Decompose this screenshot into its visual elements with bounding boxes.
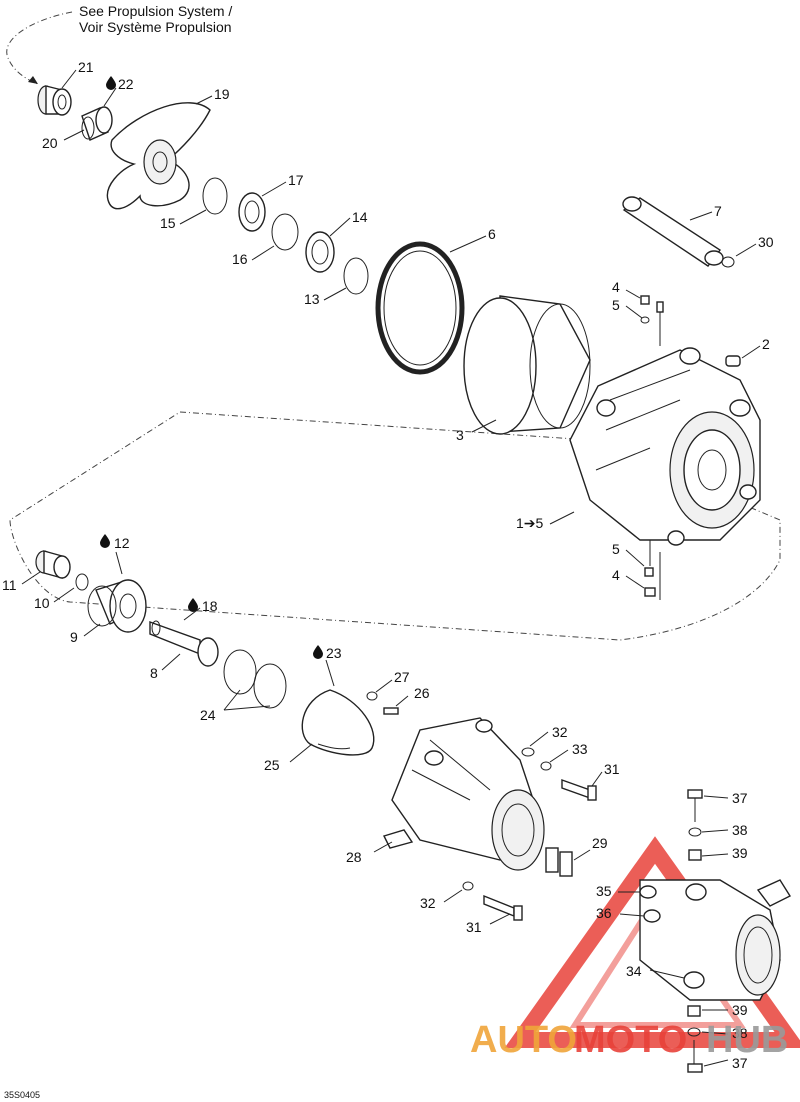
note-line-2: Voir Système Propulsion: [79, 19, 232, 35]
oil-drop-icon-23: [313, 645, 323, 659]
part-32-washer-bottom: [462, 881, 474, 891]
leader-lines: [21, 69, 761, 1067]
label-27: 27: [394, 669, 410, 685]
label-6: 6: [488, 226, 496, 242]
part-37-38-39-bottom-hardware: [687, 1005, 703, 1073]
part-4-5-screws-top: [640, 295, 664, 346]
part-11-cap: [35, 550, 71, 579]
part-31-bolt-bottom: [483, 894, 523, 921]
label-16: 16: [232, 251, 248, 267]
part-8-shaft: [149, 620, 219, 667]
part-2-plug: [725, 355, 741, 367]
part-34-nozzle: [639, 879, 792, 1001]
part-37-38-39-top-hardware: [687, 789, 703, 861]
label-37-bottom: 37: [732, 1055, 748, 1071]
watermark-hub: HUB: [706, 1019, 788, 1061]
label-11: 11: [2, 577, 17, 593]
label-19: 19: [214, 86, 230, 102]
label-37-top: 37: [732, 790, 748, 806]
part-4-5-screws-bottom: [644, 540, 661, 600]
note-line-1: See Propulsion System /: [79, 3, 232, 19]
part-25-cone: [301, 689, 375, 756]
part-venturi-housing: [391, 717, 545, 871]
part-30-washer: [721, 256, 735, 268]
label-35: 35: [596, 883, 612, 899]
label-10: 10: [34, 595, 50, 611]
label-34: 34: [626, 963, 642, 979]
part-10-o-ring: [75, 573, 89, 591]
label-31-top: 31: [604, 761, 620, 777]
label-9: 9: [70, 629, 78, 645]
part-19-impeller: [106, 102, 211, 210]
part-14-bearing: [305, 231, 335, 273]
label-18: 18: [202, 598, 218, 614]
label-7: 7: [714, 203, 722, 219]
label-29: 29: [592, 835, 608, 851]
part-21-cap: [37, 85, 72, 116]
part-32-33-washers-top: [521, 747, 552, 771]
part-13-ring: [343, 257, 369, 295]
label-38-bottom: 38: [732, 1025, 748, 1041]
label-3: 3: [456, 427, 464, 443]
part-3-wear-ring: [463, 295, 591, 435]
part-9-bearing-housing: [87, 579, 147, 633]
part-31-bolt-top: [561, 779, 597, 801]
label-1-5: 1➔5: [516, 515, 544, 531]
label-17: 17: [288, 172, 304, 188]
part-1-pump-housing: [569, 347, 761, 546]
label-25: 25: [264, 757, 280, 773]
label-36: 36: [596, 905, 612, 921]
drawing-code: 35S0405: [4, 1090, 40, 1100]
label-14: 14: [352, 209, 368, 225]
label-32-bottom: 32: [420, 895, 436, 911]
label-23: 23: [326, 645, 342, 661]
label-39-top: 39: [732, 845, 748, 861]
part-16-o-ring: [271, 213, 299, 251]
oil-drop-icon-12: [100, 534, 110, 548]
label-32-top: 32: [552, 724, 568, 740]
label-26: 26: [414, 685, 430, 701]
part-29-bushings: [545, 847, 573, 877]
label-38-top: 38: [732, 822, 748, 838]
label-2: 2: [762, 336, 770, 352]
label-20: 20: [42, 135, 58, 151]
label-13: 13: [304, 291, 320, 307]
oil-drop-icon-18: [188, 598, 198, 612]
label-28: 28: [346, 849, 362, 865]
propulsion-note: See Propulsion System / Voir Système Pro…: [6, 3, 232, 85]
label-24: 24: [200, 707, 216, 723]
label-4-bottom: 4: [612, 567, 620, 583]
label-5-bottom: 5: [612, 541, 620, 557]
label-5-top: 5: [612, 297, 620, 313]
watermark-text: AUTO MOTO HUB: [470, 1019, 788, 1061]
part-20-sleeve: [81, 106, 113, 141]
label-33: 33: [572, 741, 588, 757]
oil-drop-icon-22: [106, 76, 116, 90]
part-28-tab: [383, 829, 414, 849]
label-15: 15: [160, 215, 176, 231]
part-6-large-ring: [375, 241, 465, 375]
part-7-support: [622, 196, 724, 267]
label-21: 21: [78, 59, 94, 75]
label-30: 30: [758, 234, 774, 250]
label-31-bottom: 31: [466, 919, 482, 935]
assembly-outline: [9, 411, 781, 641]
watermark-moto: MOTO: [574, 1019, 687, 1061]
callout-labels: 21 22 19 20 17 15 14 16 6 13 7 30 4 5 2 …: [2, 59, 774, 1071]
label-22: 22: [118, 76, 134, 92]
part-26-27-screw-washer: [366, 691, 399, 715]
label-39-bottom: 39: [732, 1002, 748, 1018]
label-12: 12: [114, 535, 130, 551]
part-24-o-rings: [223, 649, 287, 709]
label-8: 8: [150, 665, 158, 681]
part-17-seal: [238, 192, 266, 232]
label-4-top: 4: [612, 279, 620, 295]
watermark-auto: AUTO: [470, 1019, 577, 1061]
part-15-circlip: [202, 177, 228, 215]
